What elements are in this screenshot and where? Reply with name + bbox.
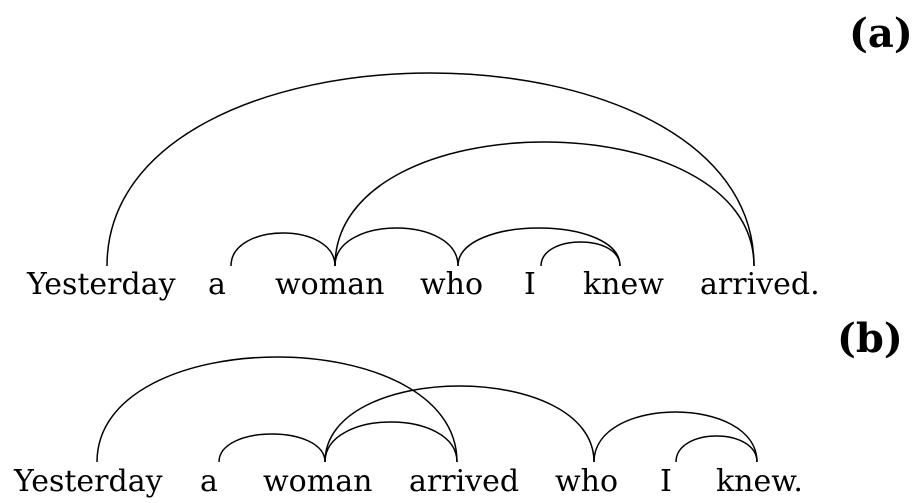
panel-a-arc-woman-who (334, 227, 459, 267)
panel-b-arc-woman-arrived (324, 421, 458, 463)
panel-b-label: (b) (837, 315, 903, 362)
panel-a-arc-who-knew (457, 227, 621, 267)
panel-b: (b) Yesterday a woman arrived who I knew… (13, 315, 903, 499)
panel-b-word-2: woman (263, 464, 372, 499)
panel-b-arc-who-knew (593, 411, 758, 463)
panel-b-arc-a-woman (218, 433, 326, 463)
panel-b-word-4: who (555, 464, 618, 499)
panel-a-word-1: a (208, 267, 226, 302)
panel-a-arc-i-knew (540, 241, 621, 267)
panel-a-arc-yesterday-arrived (106, 72, 755, 267)
panel-b-arc-yesterday-arrived (96, 356, 458, 463)
panel-a-label: (a) (849, 10, 913, 57)
panel-b-arcs (96, 356, 758, 463)
panel-b-word-0: Yesterday (13, 464, 163, 499)
panel-b-word-6: knew. (716, 464, 803, 499)
panel-a-arc-woman-arrived (334, 141, 755, 267)
panel-a-word-0: Yesterday (26, 267, 176, 302)
panel-b-arc-i-knew (675, 435, 758, 463)
panel-a-word-6: arrived. (700, 267, 820, 302)
panel-a-word-5: knew (583, 267, 664, 302)
panel-a-word-4: I (524, 267, 536, 302)
panel-b-word-3: arrived (409, 464, 519, 499)
panel-b-arc-woman-who (324, 385, 595, 463)
panel-a-word-3: who (420, 267, 483, 302)
panel-a-word-2: woman (275, 267, 384, 302)
panel-b-word-1: a (200, 464, 218, 499)
panel-a: (a) Yesterday a woman who I knew arrived… (26, 10, 913, 302)
panel-b-word-5: I (660, 464, 672, 499)
panel-a-arc-a-woman (230, 232, 336, 267)
panel-a-arcs (106, 72, 755, 267)
